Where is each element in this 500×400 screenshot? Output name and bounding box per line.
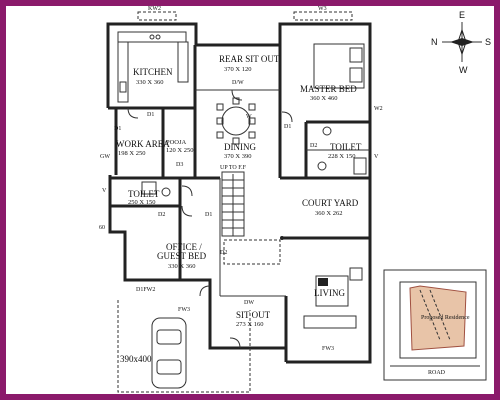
label-dw-dining: D/W (232, 80, 244, 86)
label-d-toilet: D2 (158, 212, 165, 218)
label-fw3-b: FW3 (322, 346, 334, 352)
kitchen-counter (117, 31, 189, 103)
master-toilet-dim: 228 X 150 (328, 153, 355, 160)
kitchen-label: KITCHEN (133, 67, 173, 77)
label-gw: GW (100, 154, 110, 160)
car-icon (151, 317, 187, 389)
label-d-pooja: D3 (176, 162, 183, 168)
compass-w: W (459, 65, 468, 75)
car-porch (117, 300, 251, 393)
label-kw2: KW2 (148, 6, 161, 12)
work-area-label: WORK AREA (116, 139, 170, 149)
guest-bed-label: GUEST BED (157, 251, 207, 261)
label-dw-sitout: DW (244, 300, 254, 306)
dining-dim: 370 X 390 (224, 153, 251, 160)
label-up: UP TO F.F (220, 165, 247, 171)
rear-sit-out-dim: 370 X 120 (224, 66, 251, 73)
office-label: OFFICE / (166, 242, 202, 252)
left-toilet-label: TOILET (128, 189, 160, 199)
label-w2: W2 (374, 106, 383, 112)
wash-basin-icon (322, 126, 332, 136)
label-w: W (246, 114, 252, 120)
pooja-label: POOJA (166, 139, 187, 146)
court-yard-label: COURT YARD (302, 198, 359, 208)
court-yard-dim: 360 X 262 (315, 210, 342, 217)
label-d-work: D1 (114, 126, 121, 132)
label-v-right: V (374, 154, 379, 160)
compass-s: S (485, 37, 491, 47)
stair-landing (223, 239, 281, 265)
living-label: LIVING (314, 288, 345, 298)
kitchen-dim: 330 X 360 (136, 79, 163, 86)
pooja-dim: 120 X 250 (166, 147, 193, 154)
compass-e: E (459, 10, 465, 20)
bed-icon (313, 43, 365, 89)
door-swings (127, 89, 293, 349)
office-dim: 330 X 360 (168, 263, 195, 270)
label-w3: W3 (318, 6, 327, 12)
label-d-master: D1 (284, 124, 291, 130)
window-kw2: KW2 (137, 6, 177, 21)
interior-walls (108, 24, 370, 348)
master-toilet-label: TOILET (330, 142, 362, 152)
label-d-tl: D2 (220, 250, 227, 256)
toilet-fixture-icon (317, 157, 367, 175)
label-d1fw2: D1FW2 (136, 287, 155, 293)
dining-label: DINING (224, 142, 256, 152)
site-road: ROAD (428, 370, 446, 376)
label-d-mtoilet: D2 (310, 143, 317, 149)
left-toilet-fixture-icon (141, 181, 171, 197)
master-bed-dim: 360 X 460 (310, 95, 337, 102)
staircase-icon: UP TO F.F (220, 165, 247, 237)
master-bed-label: MASTER BED (300, 84, 357, 94)
window-w3: W3 (293, 6, 353, 21)
site-plan: Proposed Residence ROAD (383, 269, 487, 381)
label-d-kitchen: D1 (147, 112, 154, 118)
label-60: 60 (99, 225, 105, 231)
sofa-icon (303, 267, 363, 329)
rear-sit-out-label: REAR SIT OUT (219, 54, 280, 64)
compass-n: N (431, 37, 438, 47)
sit-out-dim: 273 X 160 (236, 321, 263, 328)
compass-icon: E W N S (431, 10, 491, 75)
sit-out-label: SIT OUT (236, 310, 271, 320)
dining-table-icon (216, 97, 256, 145)
site-label: Proposed Residence (421, 315, 470, 321)
label-d-office: D1 (205, 212, 212, 218)
label-v-left: V (102, 188, 107, 194)
column-mark (280, 236, 284, 240)
car-porch-dim: 390x400 (120, 354, 152, 364)
left-toilet-dim: 250 X 150 (128, 199, 155, 206)
label-fw3: FW3 (178, 307, 190, 313)
work-area-dim: 198 X 250 (118, 150, 145, 157)
